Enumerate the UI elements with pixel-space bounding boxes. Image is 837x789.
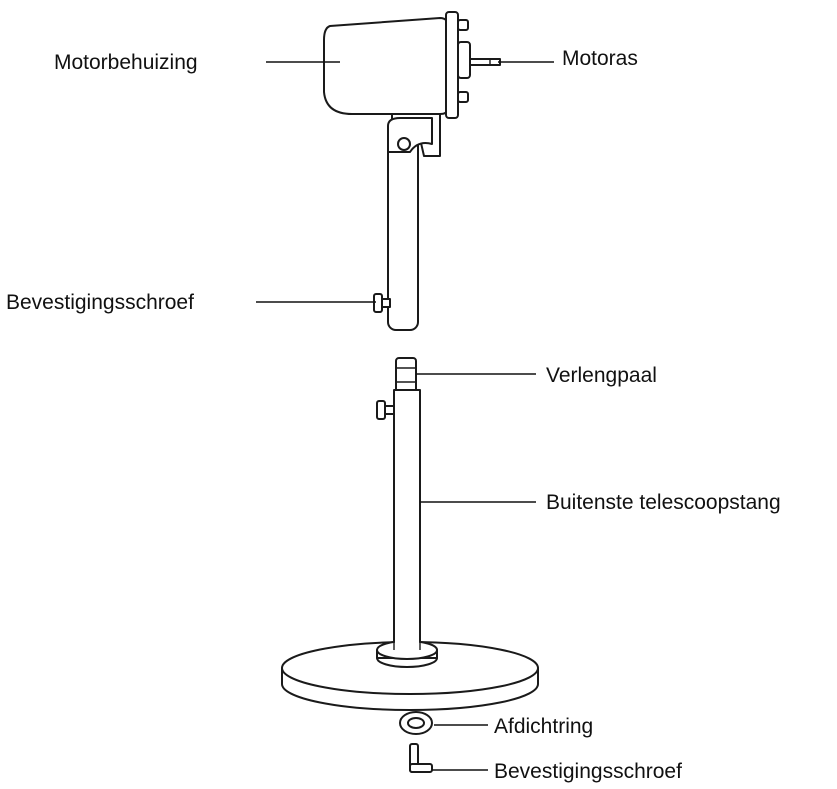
motor-shaft <box>469 58 501 66</box>
outer-telescopic-tube <box>376 389 421 653</box>
label-motor-housing: Motorbehuizing <box>54 51 198 74</box>
fixing-screw-bottom <box>409 743 433 773</box>
label-fixing-screw-bottom: Bevestigingsschroef <box>494 760 682 783</box>
label-motor-shaft: Motoras <box>562 47 638 70</box>
upper-tube <box>387 117 433 331</box>
label-fixing-screw-top: Bevestigingsschroef <box>6 291 194 314</box>
fixing-screw-top <box>373 293 391 313</box>
extension-pole <box>395 357 417 393</box>
label-extension-pole: Verlengpaal <box>546 364 657 387</box>
label-outer-telescopic-tube: Buitenste telescoopstang <box>546 491 781 514</box>
sealing-ring <box>399 711 433 735</box>
fan-base <box>281 620 539 711</box>
label-sealing-ring: Afdichtring <box>494 715 593 738</box>
